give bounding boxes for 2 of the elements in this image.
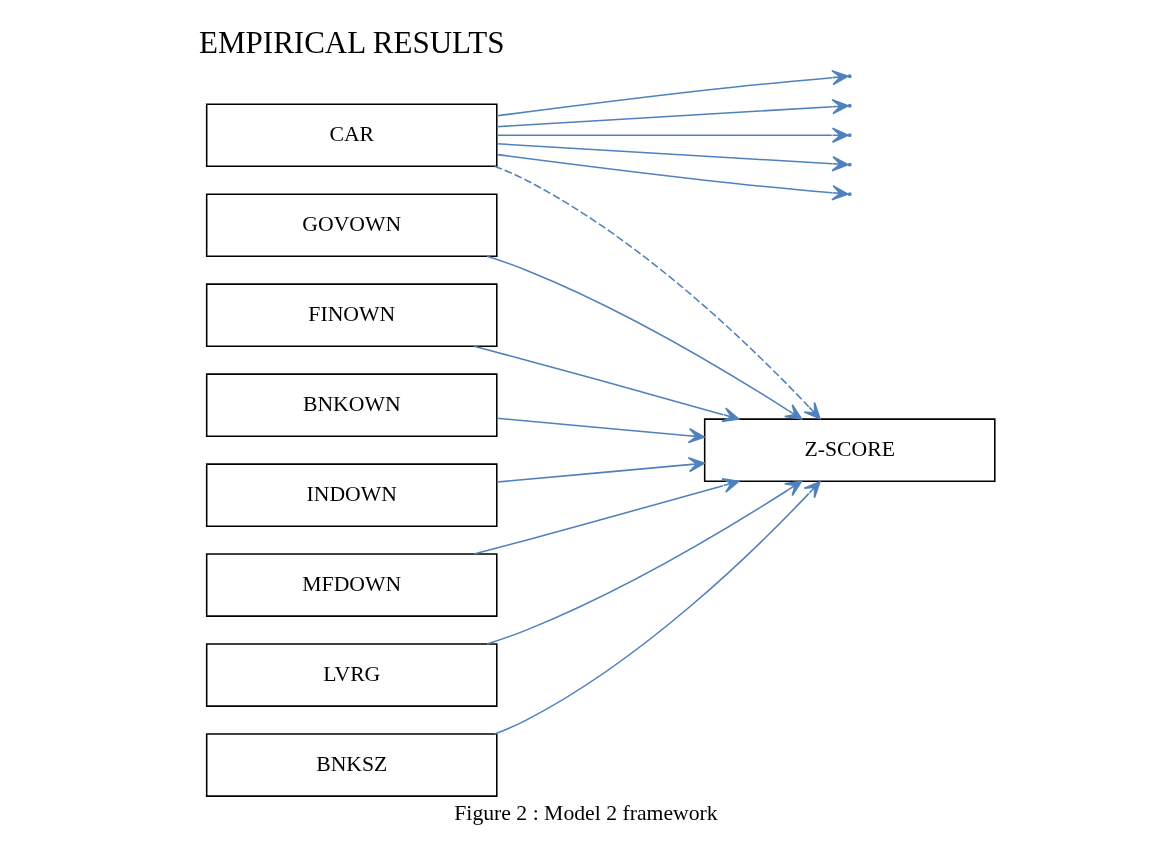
caption: Figure 2 : Model 2 framework — [454, 800, 718, 825]
label: EMPIRICAL RESULTS — [199, 24, 505, 60]
